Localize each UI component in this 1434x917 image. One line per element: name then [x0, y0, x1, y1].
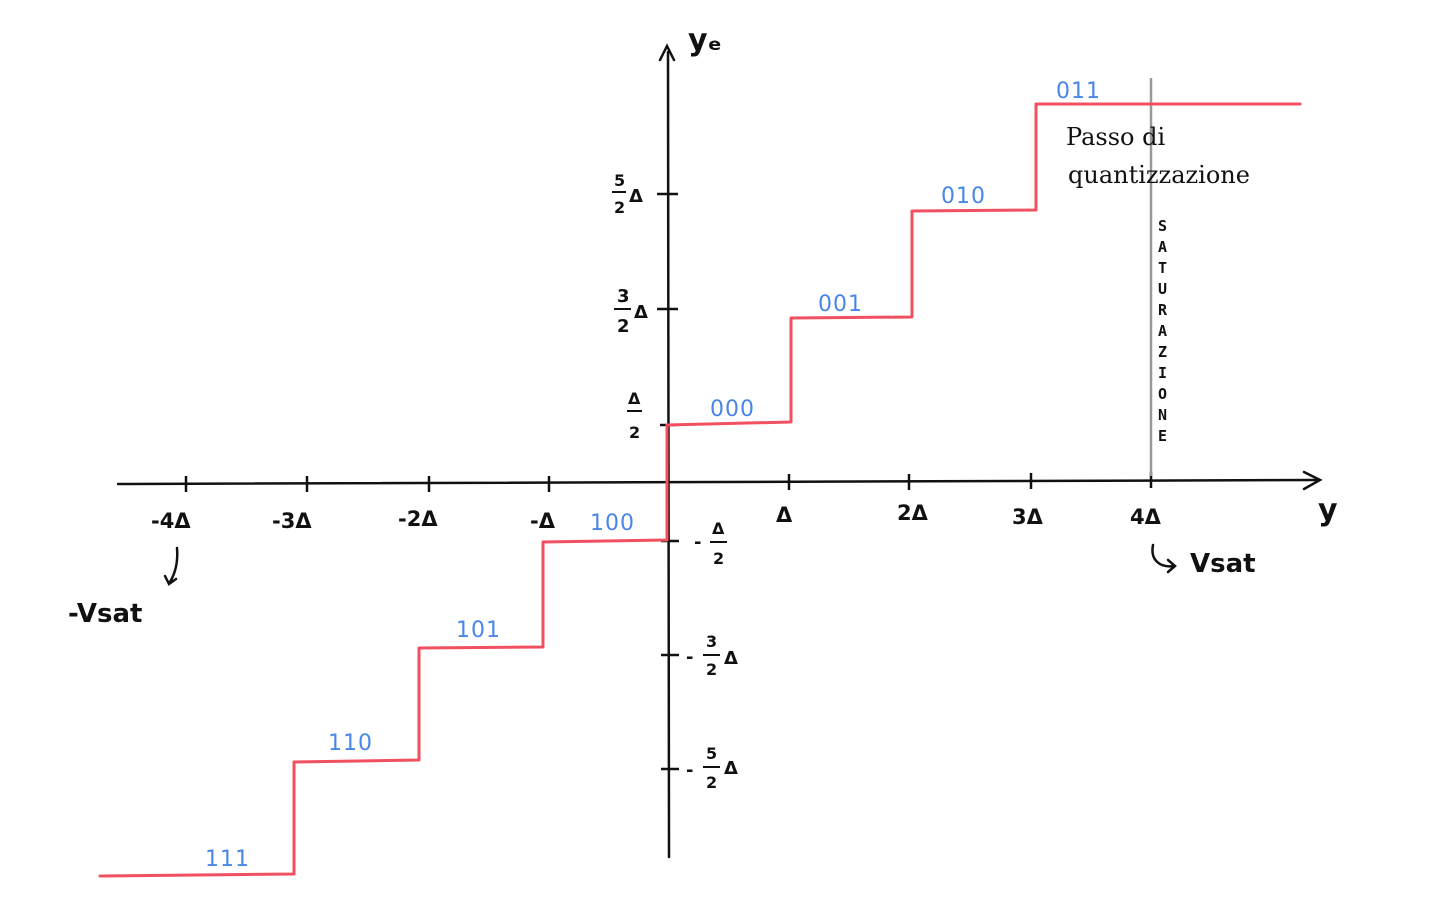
output-codes: 111 110 101 100 000 001 010 011: [205, 79, 1101, 872]
x-tick-label: -2Δ: [398, 507, 438, 531]
quantizer-staircase: [98, 102, 1302, 878]
fraction-numerator: 3: [617, 286, 630, 307]
vsat-label: Vsat: [1190, 549, 1256, 579]
fraction-denominator: 2: [614, 198, 625, 217]
saturation-letter: I: [1158, 364, 1167, 382]
fraction-suffix: Δ: [724, 648, 738, 669]
code-label: 010: [941, 184, 986, 209]
negative-sign: -: [686, 647, 693, 668]
x-tick-label: -4Δ: [151, 509, 191, 533]
x-axis-arrowhead: [1302, 470, 1323, 491]
code-label: 001: [818, 292, 863, 317]
step-note-line1: Passo di: [1066, 123, 1165, 151]
saturation-label: S A T U R A Z I O N E: [1158, 217, 1168, 445]
step-note-line2: quantizzazione: [1068, 161, 1250, 189]
fraction-suffix: Δ: [629, 186, 643, 207]
fraction-denominator: 2: [706, 773, 717, 792]
fraction-numerator: Δ: [712, 519, 725, 538]
neg-vsat-label: -Vsat: [68, 599, 142, 629]
neg-vsat-pointer-arrow: [163, 546, 179, 586]
fraction-numerator: Δ: [628, 389, 641, 408]
fraction-suffix: Δ: [634, 302, 648, 323]
y-tick-label-neg-1-2: - Δ 2: [694, 519, 727, 568]
saturation-letter: E: [1158, 427, 1167, 445]
vsat-pointer-arrow: [1151, 543, 1177, 574]
y-tick-label-neg-3-2: - 3 2 Δ: [686, 632, 738, 679]
fraction-denominator: 2: [617, 316, 630, 337]
code-label: 111: [205, 847, 250, 872]
negative-sign: -: [694, 532, 701, 553]
saturation-letter: T: [1158, 259, 1167, 277]
x-axis: [116, 478, 1320, 486]
code-label: 110: [328, 731, 373, 756]
saturation-letter: S: [1158, 217, 1167, 235]
saturation-letter: O: [1158, 385, 1167, 403]
fraction-denominator: 2: [713, 549, 724, 568]
x-tick-label: -Δ: [530, 509, 556, 533]
saturation-letter: Z: [1158, 343, 1167, 361]
y-axis-arrowhead: [658, 43, 676, 62]
code-label: 100: [590, 511, 635, 536]
code-label: 101: [456, 618, 501, 643]
y-axis-label: yₑ: [688, 23, 722, 58]
code-label: 011: [1056, 79, 1101, 104]
x-tick-label: -3Δ: [272, 509, 312, 533]
fraction-denominator: 2: [706, 660, 717, 679]
saturation-letter: U: [1158, 280, 1167, 298]
fraction-denominator: 2: [629, 423, 640, 442]
code-label: 000: [710, 397, 755, 422]
saturation-letter: A: [1158, 322, 1167, 340]
x-tick-label: 2Δ: [897, 501, 929, 525]
x-tick-label: Δ: [776, 503, 793, 527]
saturation-letter: R: [1158, 301, 1168, 319]
y-tick-label-3-2: 3 2 Δ: [614, 286, 648, 337]
fraction-suffix: Δ: [724, 758, 738, 779]
saturation-letter: N: [1158, 406, 1167, 424]
fraction-numerator: 5: [706, 744, 717, 763]
y-tick-label-1-2: Δ 2: [627, 389, 642, 442]
y-tick-label-5-2: 5 2 Δ: [612, 171, 643, 217]
x-axis-label: y: [1318, 493, 1338, 528]
saturation-letter: A: [1158, 238, 1167, 256]
x-tick-labels: -4Δ -3Δ -2Δ -Δ Δ 2Δ 3Δ 4Δ: [151, 501, 1162, 533]
fraction-numerator: 5: [614, 171, 625, 190]
fraction-numerator: 3: [706, 632, 717, 651]
x-tick-label: 4Δ: [1130, 505, 1162, 529]
negative-sign: -: [686, 760, 693, 781]
y-tick-label-neg-5-2: - 5 2 Δ: [686, 744, 738, 792]
x-tick-label: 3Δ: [1012, 505, 1044, 529]
